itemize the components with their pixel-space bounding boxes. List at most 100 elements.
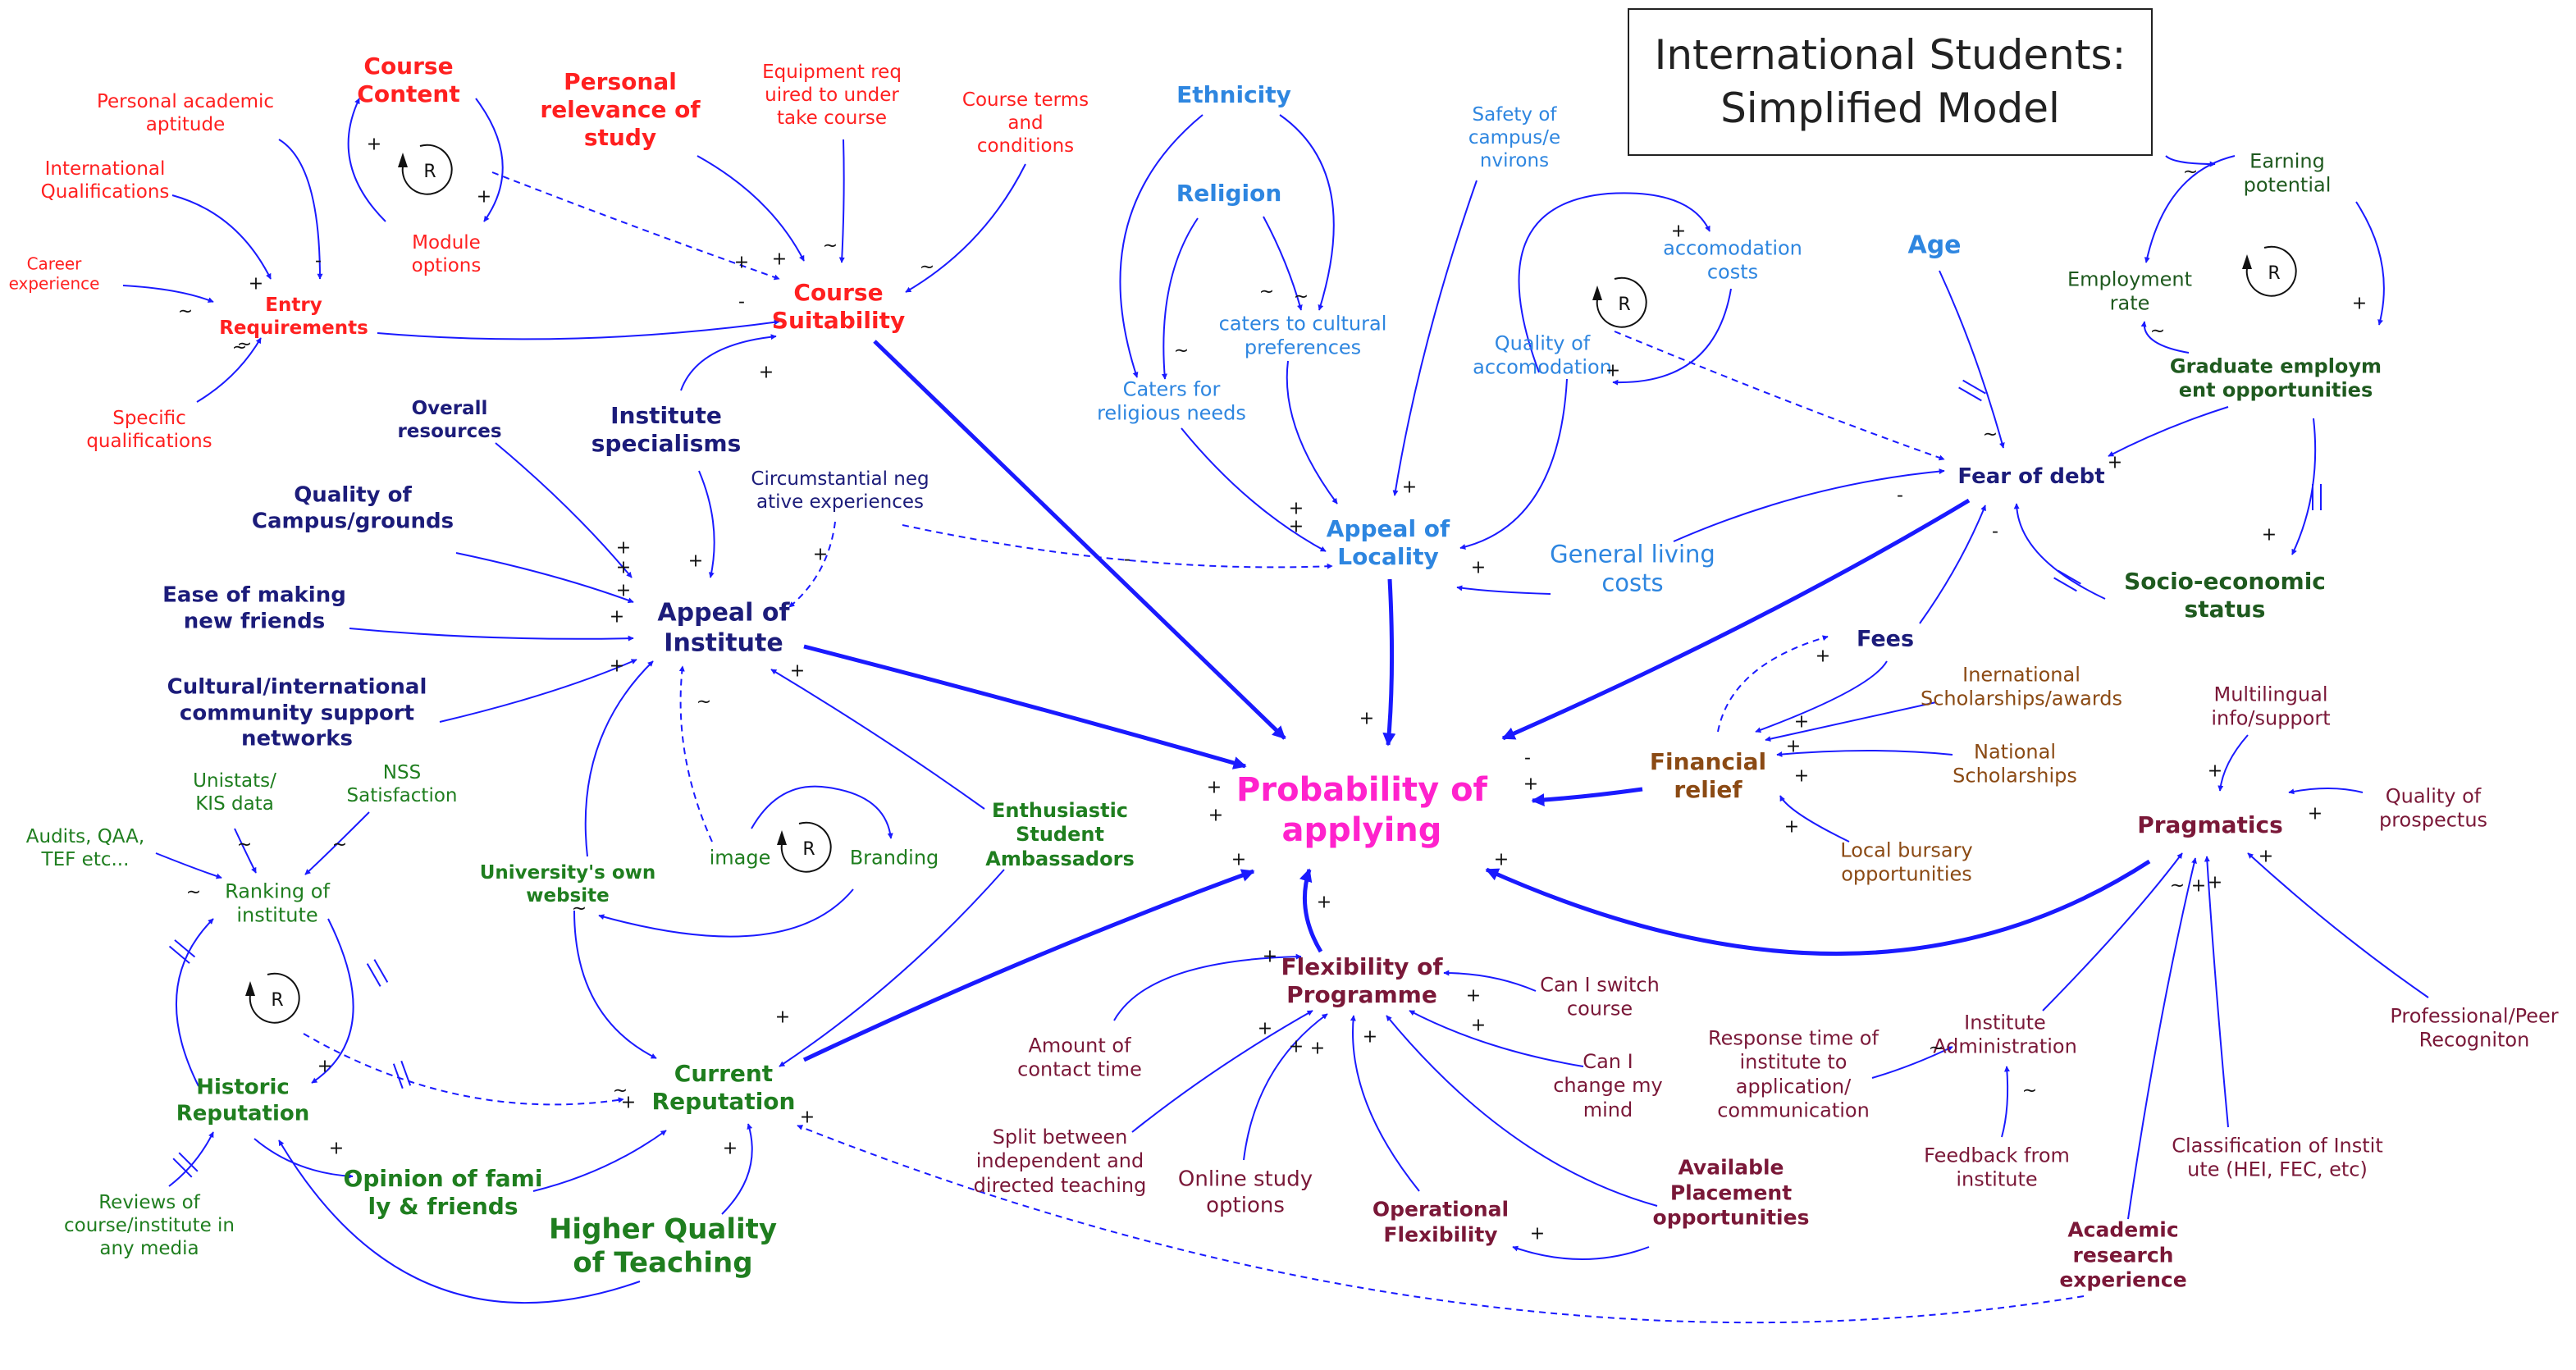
polarity-sign: + [615,537,632,559]
polarity-sign: + [328,1138,345,1159]
polarity-sign: + [799,1107,815,1128]
polarity-sign: + [1288,516,1304,537]
node-probability: Probability of applying [1236,771,1487,849]
node-ease-friends: Ease of making new friends [162,582,346,633]
polarity-sign: + [733,252,750,273]
node-online-study: Online study options [1177,1167,1313,1217]
link-grad-rate [2140,321,2190,354]
link-prof-prag [2247,852,2429,998]
link-career-entry [122,285,214,303]
link-living-debt [1673,468,1945,542]
link-equip-suit [838,139,845,263]
node-safety: Safety of campus/e nvirons [1468,103,1561,172]
polarity-sign: + [789,660,806,682]
polarity-sign: ~ [1928,1038,1944,1059]
loop-accommodation: R [1592,276,1647,328]
polarity-sign: + [1529,1223,1546,1244]
polarity-sign: ~ [696,692,712,713]
diagram-title-line2: Simplified Model [1720,84,2060,132]
link-ambass-appeal [770,669,985,810]
polarity-sign: ~ [571,898,587,920]
link-rel-cultural [1263,216,1303,311]
link-opflex-flex [1350,1015,1420,1192]
link-flex-prob [1299,868,1323,953]
polarity-sign: - [1524,747,1531,769]
node-accom-costs: accomodation costs [1663,236,1802,284]
link-hist-opinion [253,1138,354,1180]
polarity-sign: + [1465,985,1482,1007]
link-ranking-hist [311,918,354,1084]
polarity-sign: + [1316,892,1332,913]
node-earning-potential: Earning potential [2243,149,2332,197]
node-response-time: Response time of institute to applicatio… [1708,1026,1879,1122]
link-placement-flex [1386,1015,1658,1207]
link-online-flex [1243,1013,1328,1161]
link-quality-current [721,1123,753,1215]
link-website-current [573,910,657,1059]
link-debt-prob [1501,498,1971,741]
node-course-terms: Course terms and conditions [961,89,1089,158]
polarity-sign: + [615,580,632,601]
polarity-sign: ~ [612,1080,628,1102]
link-multi-prag [2217,734,2249,792]
loop-employment: R [2242,245,2297,297]
node-unistats: Unistats/ KIS data [193,769,276,815]
polarity-sign: + [1815,646,1831,667]
polarity-sign: ~ [231,337,248,358]
link-cultural-appeal [439,659,637,723]
polarity-sign: - [315,250,322,272]
polarity-sign: + [1288,498,1304,519]
polarity-sign: ~ [822,235,838,257]
node-general-living: General living costs [1550,540,1715,597]
loop-label-r: R [2268,263,2280,284]
polarity-sign: + [1493,849,1510,870]
link-age-debt [1939,270,2005,449]
loop-label-r: R [1618,295,1630,315]
link-locality-prob [1382,578,1396,747]
polarity-sign: + [1309,1038,1326,1059]
node-course-content: Course Content [357,52,460,107]
loop-label-r: R [423,162,436,182]
link-specific-entry [196,337,262,403]
polarity-sign: + [1208,805,1224,826]
node-placement: Available Placement opportunities [1652,1155,1810,1230]
link-costs-qaccom [1612,288,1732,386]
link-hist-ranking [175,918,214,1087]
node-religion: Religion [1176,179,1282,207]
polarity-sign: + [2107,452,2123,473]
polarity-sign: ~ [331,834,348,856]
node-institute-admin: Institute Administration [1933,1011,2077,1058]
polarity-sign: + [2190,875,2207,897]
node-national-scholarships: National Scholarships [1953,740,2077,788]
polarity-sign: + [1785,736,1802,757]
polarity-sign: + [1784,816,1800,838]
polarity-sign: + [1288,1036,1304,1057]
link-bursary-relief [1779,795,1850,843]
link-relief-fees [1717,635,1829,733]
loop-label-r: R [802,839,815,860]
link-relief-prob [1531,787,1643,807]
node-own-website: University's own website [479,861,656,906]
polarity-sign: + [1793,765,1810,787]
link-research-current [797,1125,2085,1324]
polarity-sign: ~ [2021,1080,2038,1102]
node-specific-qualifications: Specific qualifications [86,407,212,452]
link-fees-relief [1755,660,1888,733]
link-feedback-admin [2001,1066,2010,1138]
polarity-sign: + [774,1007,791,1028]
link-grad-socio [2291,418,2317,555]
link-split-flex [1131,1010,1313,1133]
link-content-module [475,98,504,222]
link-cultural-locality [1286,360,1338,505]
node-career-experience: Career experience [8,253,100,294]
link-branding-website [598,888,854,938]
link-eth-cultural [1279,114,1335,311]
polarity-sign: ~ [1982,424,1998,445]
node-multilingual: Multilingual info/support [2211,683,2331,730]
link-opinion-current [532,1130,667,1192]
node-fear-debt: Fear of debt [1957,464,2105,490]
link-resources-appeal [495,442,633,578]
link-terms-suit [905,163,1026,293]
polarity-sign: + [1257,1018,1273,1039]
polarity-sign: + [366,134,382,155]
